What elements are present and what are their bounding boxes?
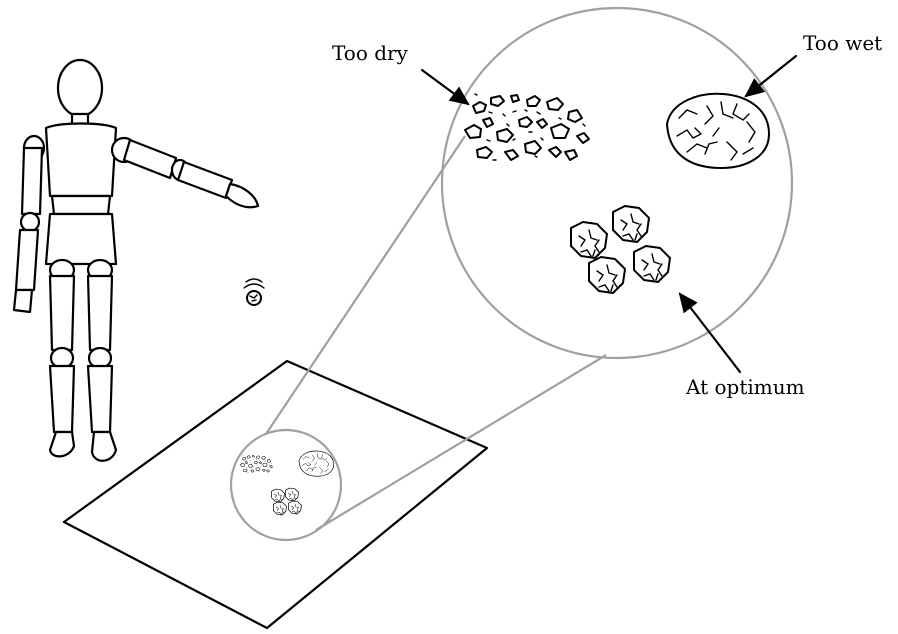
at-optimum-arrow (680, 294, 740, 372)
magnify-connector-line (316, 355, 606, 530)
small-sample-circle (231, 430, 341, 540)
label-at-optimum: At optimum (680, 294, 805, 399)
small-hand-sample-icon (244, 279, 264, 305)
at-optimum-text: At optimum (685, 375, 805, 399)
mannequin-figure (14, 60, 258, 461)
too-wet-clod (667, 94, 769, 168)
label-too-dry: Too dry (332, 41, 468, 104)
optimum-aggregates (571, 206, 670, 293)
too-dry-text: Too dry (332, 41, 409, 65)
too-wet-text: Too wet (803, 31, 882, 55)
too-dry-clods (465, 94, 589, 160)
too-dry-arrow (422, 70, 468, 104)
magnified-sample-circle (442, 8, 792, 358)
magnify-connector-line (266, 136, 465, 434)
too-wet-arrow (746, 56, 796, 96)
label-too-wet: Too wet (746, 31, 882, 96)
